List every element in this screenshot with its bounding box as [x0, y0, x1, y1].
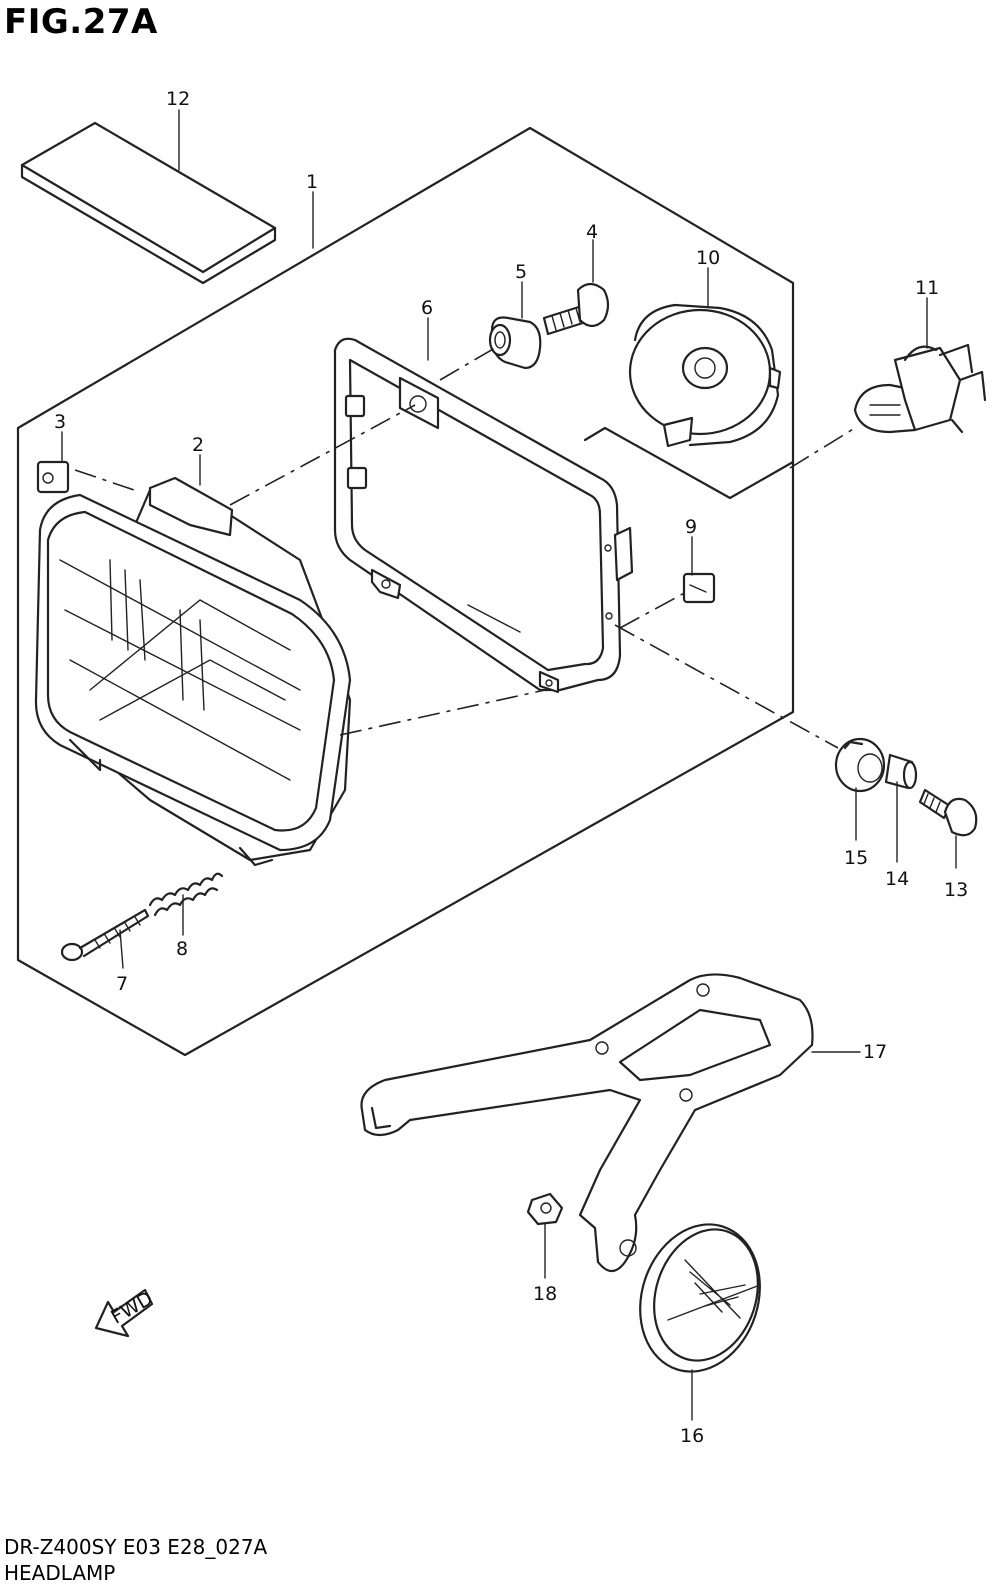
section-name: HEADLAMP	[4, 1561, 116, 1585]
callout-2: 2	[192, 434, 204, 456]
callout-17: 17	[863, 1041, 887, 1063]
assembly-notch	[583, 426, 795, 500]
callout-11: 11	[915, 277, 939, 299]
fwd-label: FWD	[107, 1287, 156, 1328]
part-16-reflector	[639, 1223, 761, 1373]
figure-title: FIG.27A	[4, 2, 158, 42]
callout-15: 15	[844, 847, 868, 869]
model-code: DR-Z400SY E03 E28_027A	[4, 1535, 268, 1559]
callout-13: 13	[944, 879, 968, 901]
callout-1: 1	[306, 171, 318, 193]
callout-14: 14	[885, 868, 909, 890]
callout-10: 10	[696, 247, 720, 269]
callout-8: 8	[176, 938, 188, 960]
assembly-line-b	[339, 689, 546, 736]
callout-16: 16	[680, 1425, 704, 1447]
assembly-line-g	[74, 469, 141, 493]
callout-5: 5	[515, 261, 527, 283]
fwd-arrow-marker: FWD	[94, 1287, 157, 1338]
part-4-screw	[542, 282, 610, 336]
assembly-line-f	[789, 427, 856, 469]
assembly-line-e	[614, 624, 839, 749]
callout-18: 18	[533, 1283, 557, 1305]
part-10-socket-cover	[628, 303, 782, 448]
part-14-collar	[884, 753, 918, 790]
part-8-spring	[148, 872, 224, 917]
callout-3: 3	[54, 411, 66, 433]
part-5-grommet	[488, 316, 542, 370]
assembly-line-c	[439, 344, 501, 381]
callout-12: 12	[166, 88, 190, 110]
part-11-bulb	[853, 343, 987, 434]
part-9-clip-nut	[682, 572, 716, 604]
callout-6: 6	[421, 297, 433, 319]
part-15-bushing	[834, 737, 886, 793]
part-2-headlamp-unit	[34, 476, 352, 867]
part-17-bracket	[360, 973, 814, 1273]
part-7-long-screw	[60, 908, 150, 962]
callout-9: 9	[685, 516, 697, 538]
part-6-frame	[333, 337, 634, 694]
part-3-nut	[36, 460, 70, 494]
part-12-label-plate	[20, 121, 277, 285]
part-18-nut	[526, 1192, 564, 1226]
leader-lines	[61, 109, 957, 1421]
callout-7: 7	[116, 973, 128, 995]
part-13-bolt	[918, 788, 978, 837]
assembly-line-d	[619, 589, 691, 629]
callout-4: 4	[586, 221, 598, 243]
assembly-outline	[16, 126, 795, 1057]
assembly-line-a	[229, 404, 416, 506]
